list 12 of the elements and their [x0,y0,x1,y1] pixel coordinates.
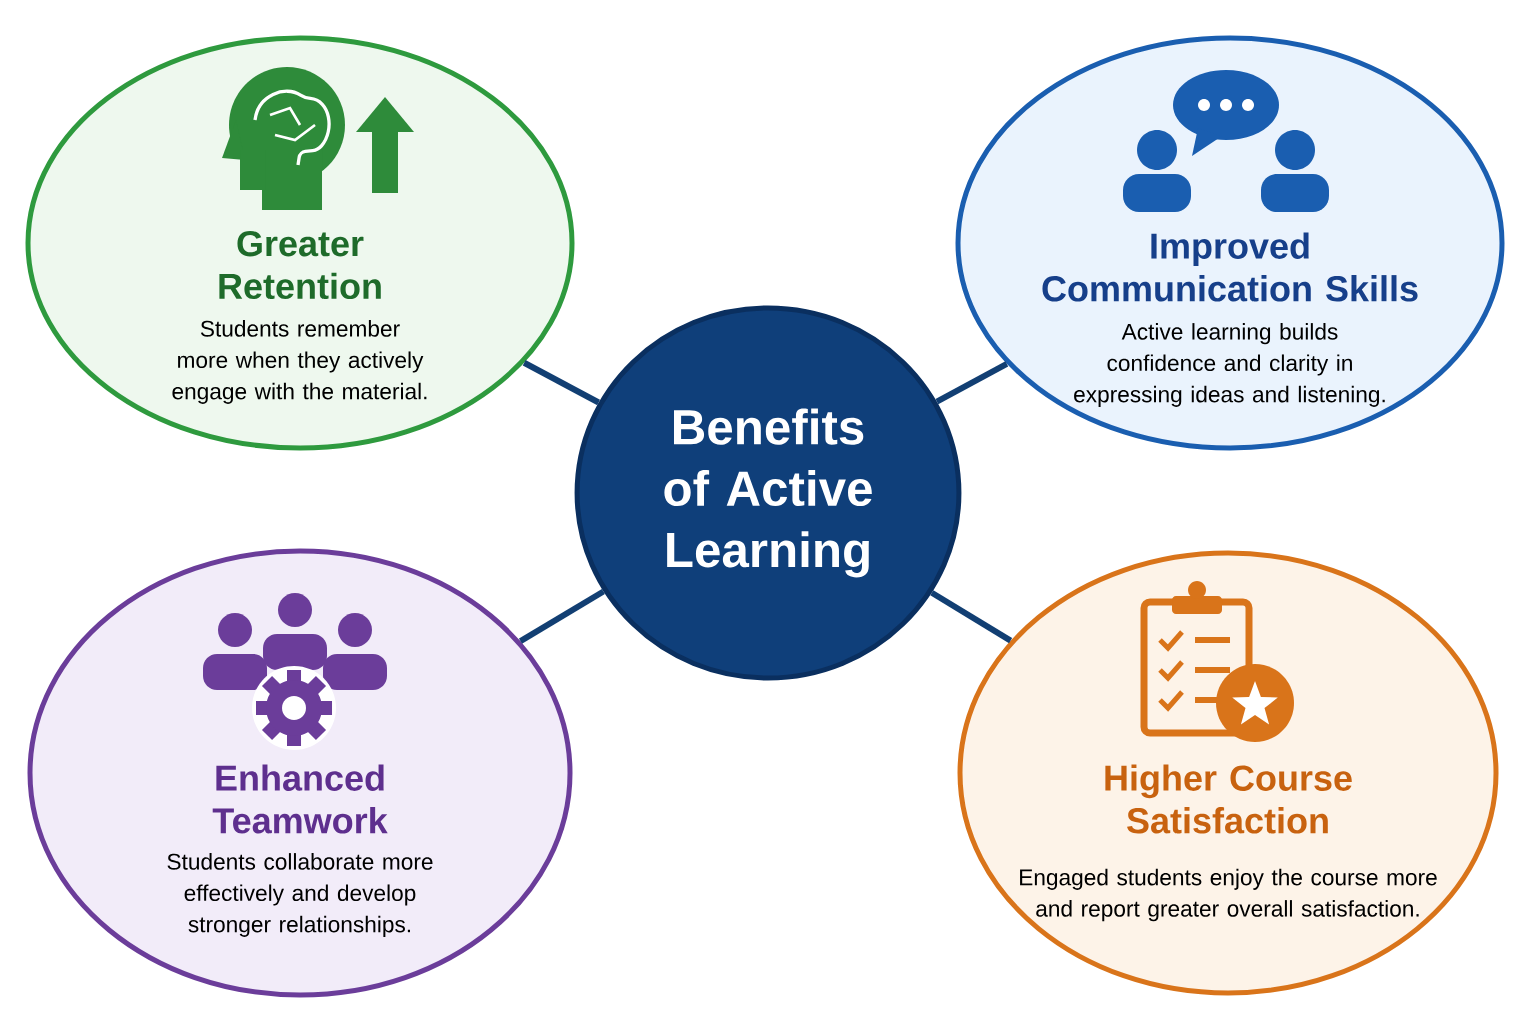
benefit-description: Engaged students enjoy the course more and report greater overall satisfaction. [1020,868,1437,922]
benefit-description: Active learning builds confidence and clarity in expressing ideas and listening. [1074,323,1385,407]
connector-line [935,361,1009,405]
connector-line [522,360,601,406]
connector-line [930,590,1013,644]
benefit-heading: Improved Communication Skills [1042,232,1418,302]
benefit-description: Students collaborate more effectively and develop stronger relationships. [167,853,433,937]
benefit-heading: Higher Course Satisfaction [1105,764,1352,834]
connector-line [518,588,605,644]
benefit-heading: Greater Retention [219,230,381,300]
benefit-heading: Enhanced Teamwork [212,764,388,834]
benefit-description: Students remember more when they actively engage with the material. [172,320,427,404]
